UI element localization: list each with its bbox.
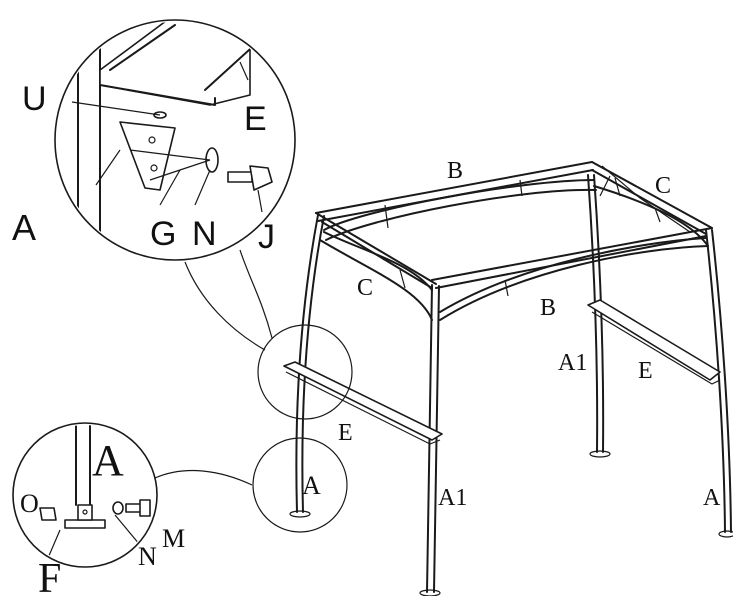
label-b-front: B <box>540 295 556 321</box>
label-u: U <box>22 80 47 118</box>
post-a-detail <box>75 425 91 506</box>
label-n-base: N <box>138 542 157 571</box>
washer-n-base <box>112 501 124 515</box>
arch-back <box>323 179 595 231</box>
label-g: G <box>150 215 176 253</box>
label-a-foot: A <box>302 471 321 500</box>
beam-back-top <box>315 161 593 214</box>
callout-lines <box>154 249 353 533</box>
label-e-right: E <box>638 358 653 384</box>
beam-right-top <box>591 161 713 229</box>
arch-left-curve <box>323 231 433 291</box>
label-f: F <box>38 556 61 596</box>
label-c-left: C <box>357 275 373 301</box>
shelf-left <box>283 361 443 441</box>
foot-plate-f <box>64 519 106 529</box>
detail-foot-plate <box>12 422 158 568</box>
beam-front-top <box>431 227 713 281</box>
label-c-right: C <box>655 173 671 199</box>
label-m: M <box>162 524 185 553</box>
label-a-right: A <box>703 485 721 511</box>
label-a-detail: A <box>12 207 36 248</box>
label-e-left: E <box>338 420 353 446</box>
bracket-g <box>119 121 176 191</box>
bolt-j <box>227 171 253 183</box>
label-a-base: A <box>92 436 124 485</box>
part-labels: U E A G N J B C C B A1 E E A A1 A A O M … <box>12 80 721 596</box>
post-foot-left <box>289 510 311 518</box>
callout-circle-shelf <box>257 324 353 420</box>
label-n-detail: N <box>192 215 217 253</box>
callout-circle-foot <box>252 437 348 533</box>
label-b-top: B <box>447 158 463 184</box>
label-e-detail: E <box>244 100 267 138</box>
post-right <box>705 229 726 533</box>
label-a1-back: A1 <box>558 350 587 376</box>
post-back-left <box>295 214 319 513</box>
label-j: J <box>258 218 275 256</box>
label-o: O <box>20 489 39 518</box>
gazebo-frame <box>283 161 733 596</box>
shelf-right <box>587 299 721 381</box>
post-back-center <box>587 174 599 453</box>
arch-front <box>439 245 709 321</box>
detail-shelf-bracket <box>54 19 296 261</box>
label-a1-front: A1 <box>438 485 467 511</box>
nut-o <box>39 507 57 521</box>
